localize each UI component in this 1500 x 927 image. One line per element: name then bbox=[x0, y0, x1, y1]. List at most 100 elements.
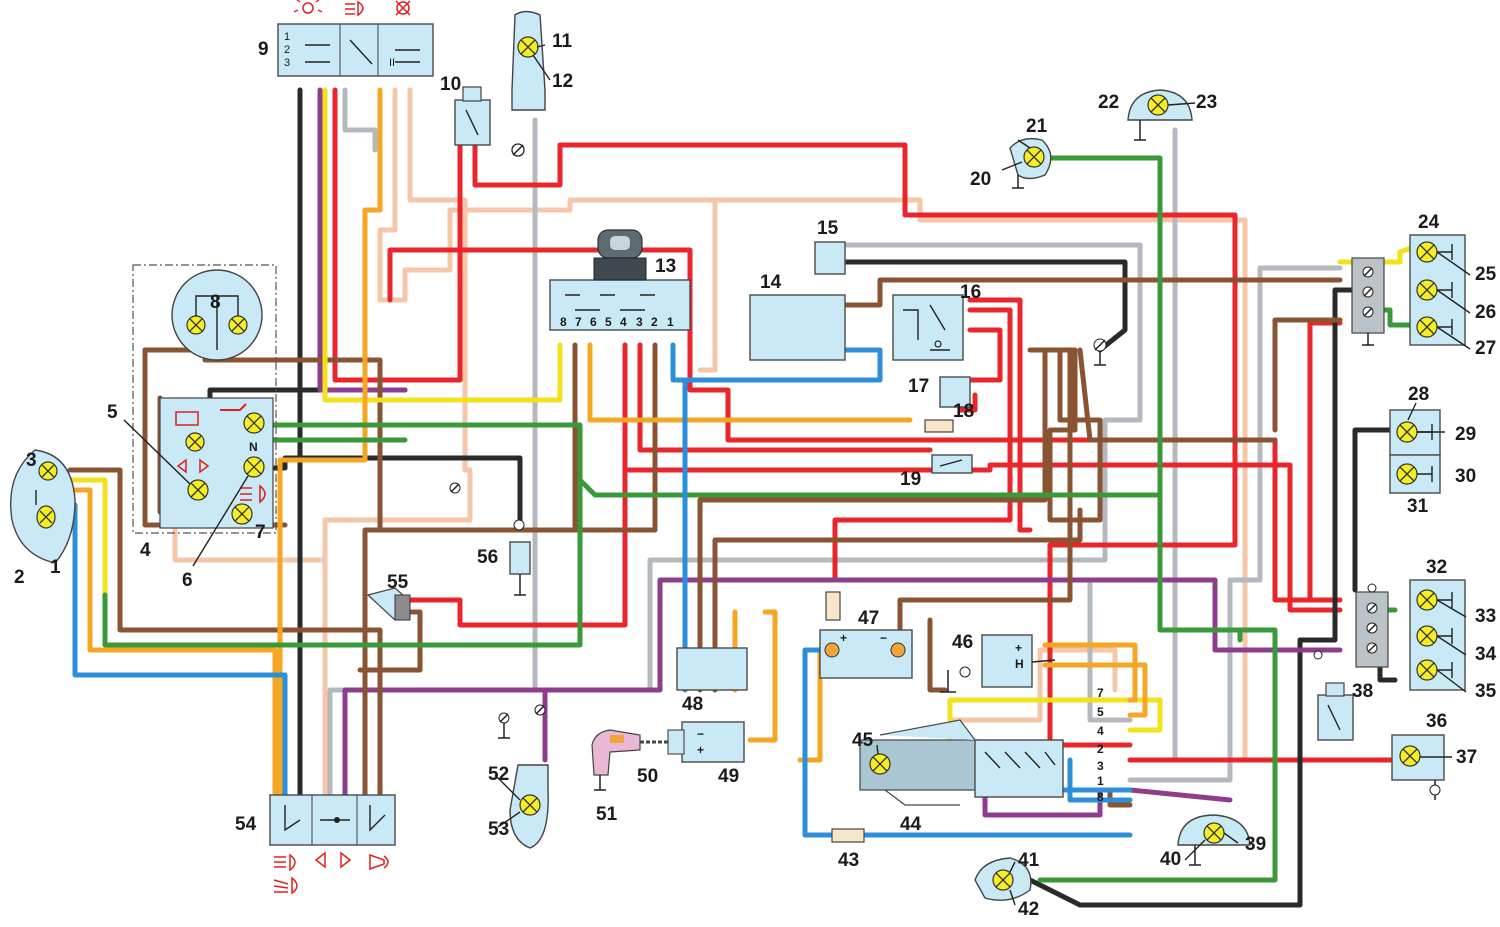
switch-9-pos-3: 3 bbox=[284, 57, 290, 69]
wire-red bbox=[957, 327, 1003, 383]
lamp-26 bbox=[1416, 279, 1438, 301]
wire-orange bbox=[1042, 662, 1148, 718]
lights-off-icon bbox=[395, 0, 411, 16]
lamp-45 bbox=[869, 753, 891, 775]
label-14: 14 bbox=[760, 272, 782, 293]
wire-brown bbox=[357, 609, 423, 673]
label-37: 37 bbox=[1456, 747, 1477, 768]
wire-yellow bbox=[947, 697, 1163, 743]
label-18: 18 bbox=[953, 401, 974, 422]
neutral-lamp-letter: N bbox=[249, 440, 258, 454]
lamp-21 bbox=[1023, 146, 1045, 168]
wire-brown bbox=[1077, 347, 1278, 443]
label-7: 7 bbox=[255, 522, 266, 543]
wire-brown bbox=[1107, 787, 1133, 808]
wire-green bbox=[102, 477, 583, 648]
handlebar-switch-54 bbox=[269, 794, 396, 895]
wire-yellow bbox=[67, 477, 108, 598]
label-11: 11 bbox=[552, 31, 573, 52]
switch-9-pos-1: 1 bbox=[284, 31, 290, 43]
wire-orange bbox=[1042, 642, 1138, 703]
label-20: 20 bbox=[970, 169, 991, 190]
wire-violet bbox=[317, 87, 408, 393]
ignition-pin-5: 5 bbox=[605, 315, 612, 329]
label-2: 2 bbox=[14, 567, 25, 588]
lamp-52 bbox=[519, 794, 541, 816]
ignition-pin-7: 7 bbox=[575, 315, 582, 329]
lamp-unit-39 bbox=[1177, 814, 1251, 866]
label-16: 16 bbox=[960, 282, 981, 303]
wire-grey bbox=[342, 87, 378, 153]
label-8: 8 bbox=[210, 292, 221, 313]
ground-screw-icon bbox=[498, 712, 510, 739]
connector-44-pin-7: 7 bbox=[1097, 686, 1104, 700]
label-26: 26 bbox=[1475, 302, 1496, 323]
wire-brown bbox=[927, 617, 948, 693]
wire-red bbox=[332, 87, 463, 383]
lamp-5 bbox=[187, 479, 209, 501]
label-23: 23 bbox=[1196, 92, 1217, 113]
light-switch-9 bbox=[277, 0, 434, 77]
wire-orange bbox=[747, 609, 778, 743]
battery-47 bbox=[819, 629, 913, 679]
ignition-coil-14 bbox=[749, 294, 846, 361]
lamp-31 bbox=[1396, 463, 1418, 485]
component-15 bbox=[814, 241, 846, 275]
label-6: 6 bbox=[182, 570, 193, 591]
lamp-unit-20 bbox=[1009, 137, 1052, 189]
label-34: 34 bbox=[1475, 644, 1497, 665]
wire-brown bbox=[1272, 317, 1343, 433]
lamp-23 bbox=[1147, 94, 1169, 116]
ignition-switch-13 bbox=[549, 229, 691, 331]
instrument-cluster-frame bbox=[132, 264, 277, 534]
connector-44-pin-3: 3 bbox=[1097, 759, 1104, 773]
lamp-34 bbox=[1416, 625, 1438, 647]
lamp-6 bbox=[243, 456, 265, 478]
lamp-28 bbox=[1396, 421, 1418, 443]
generator-plus: + bbox=[697, 743, 704, 757]
wire-yellow bbox=[402, 342, 563, 403]
label-51: 51 bbox=[596, 804, 618, 825]
lamp-icon bbox=[228, 315, 248, 335]
spark-plug-cap-50 bbox=[591, 729, 668, 791]
lamp-icon bbox=[186, 315, 206, 335]
label-38: 38 bbox=[1352, 681, 1373, 702]
label-30: 30 bbox=[1455, 466, 1476, 487]
lamp-12 bbox=[517, 36, 539, 58]
switch-38 bbox=[1317, 682, 1354, 741]
lamp-40 bbox=[1203, 822, 1225, 844]
switch-19 bbox=[931, 454, 973, 474]
lamp-unit-22 bbox=[1127, 89, 1193, 141]
lamp-unit-42 bbox=[974, 857, 1032, 901]
generator-49 bbox=[667, 721, 745, 763]
label-4: 4 bbox=[140, 540, 151, 561]
wire-red bbox=[1307, 320, 1343, 603]
label-35: 35 bbox=[1475, 681, 1497, 702]
label-19: 19 bbox=[900, 469, 921, 490]
lamp-unit-30 bbox=[1389, 454, 1441, 494]
label-41: 41 bbox=[1018, 850, 1040, 871]
label-52: 52 bbox=[488, 764, 509, 785]
label-47: 47 bbox=[858, 608, 879, 629]
label-48: 48 bbox=[682, 694, 703, 715]
wire-black bbox=[842, 259, 1128, 353]
wire-brown bbox=[1027, 347, 1103, 523]
label-10: 10 bbox=[440, 74, 461, 95]
label-32: 32 bbox=[1426, 557, 1447, 578]
generator-minus: − bbox=[697, 727, 704, 741]
lamp-indicator-top bbox=[243, 412, 265, 434]
label-36: 36 bbox=[1426, 711, 1447, 732]
label-17: 17 bbox=[908, 376, 929, 397]
wire-blue bbox=[670, 342, 883, 383]
label-39: 39 bbox=[1245, 834, 1266, 855]
wire-red bbox=[967, 297, 1033, 533]
wire-grey bbox=[1127, 265, 1343, 783]
component-56 bbox=[509, 519, 531, 596]
connector-44-pin-2: 2 bbox=[1097, 742, 1104, 756]
wire-red bbox=[957, 392, 978, 413]
regulator-46 bbox=[940, 634, 1033, 693]
wire-violet bbox=[342, 687, 548, 798]
label-42: 42 bbox=[1018, 899, 1039, 920]
label-54: 54 bbox=[235, 814, 257, 835]
